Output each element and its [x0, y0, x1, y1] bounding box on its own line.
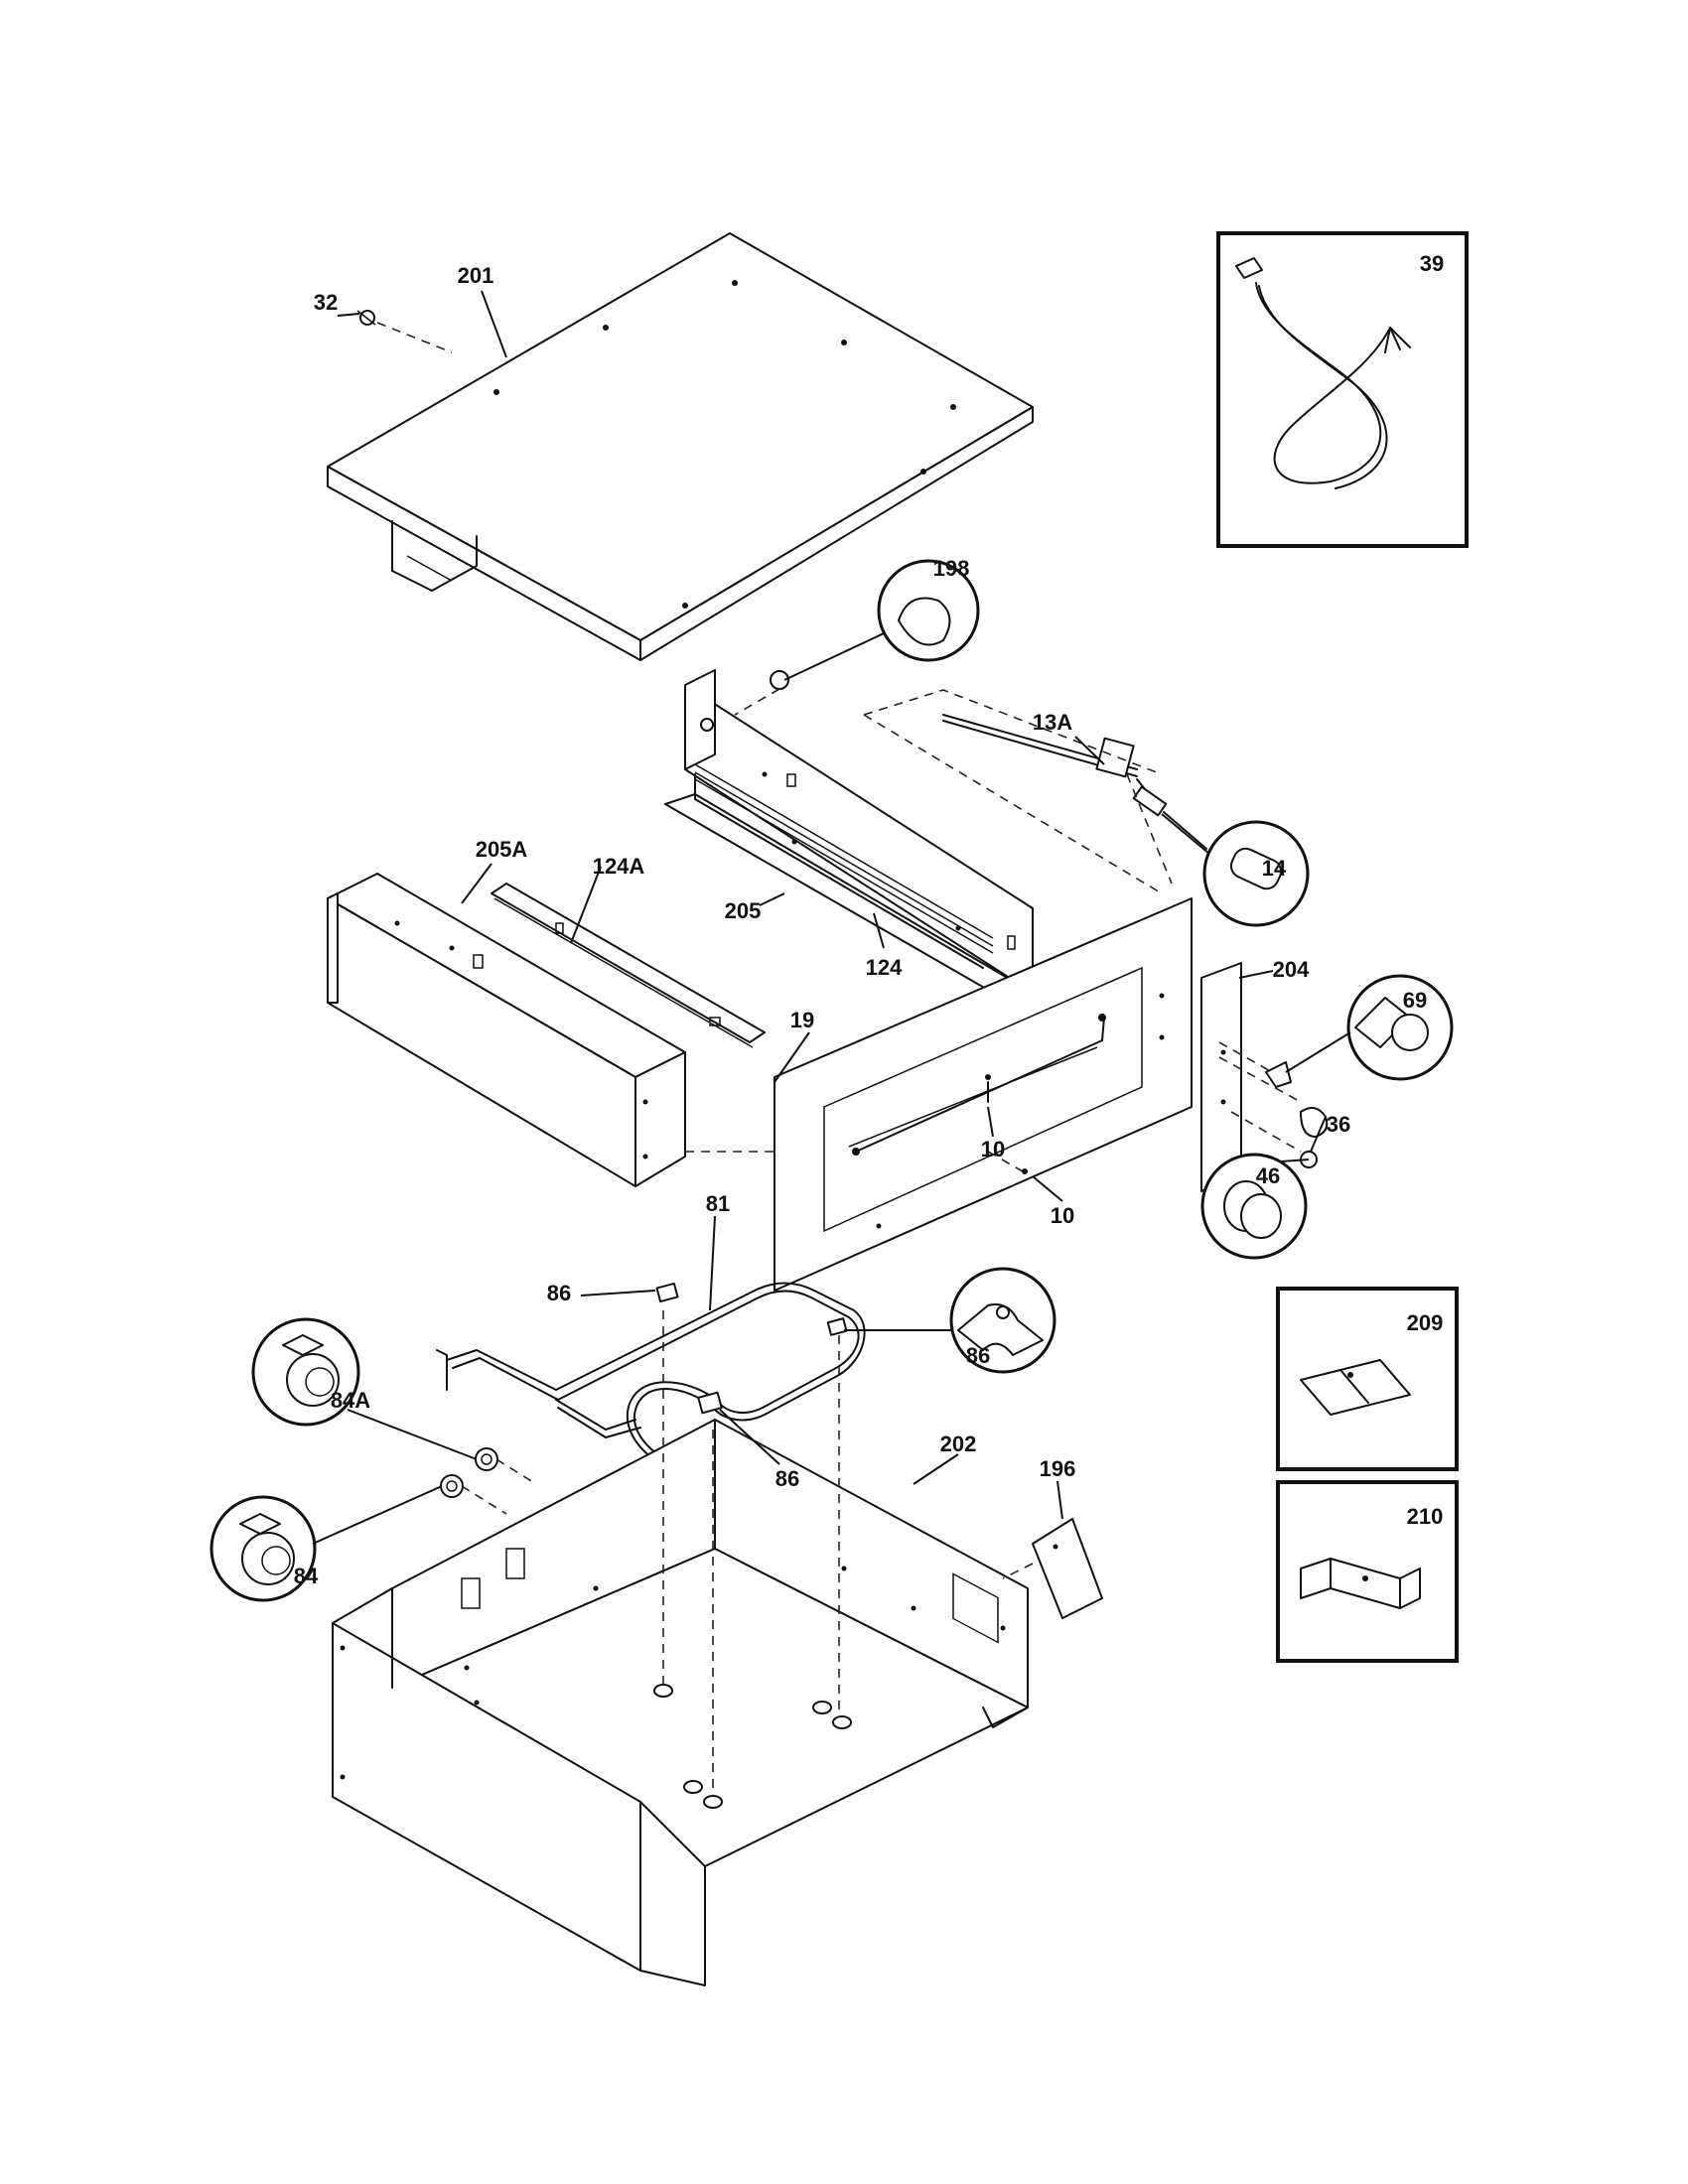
part-clip-86-right	[826, 1317, 848, 1336]
label-36: 36	[1327, 1112, 1350, 1137]
callout-circle-14	[1161, 813, 1310, 927]
part-top-cover	[327, 232, 1034, 661]
label-86-circle: 86	[966, 1343, 990, 1368]
callout-labels: 201 32 39 198 13A 205A 124A 205 14 204 1…	[294, 251, 1444, 1588]
label-84: 84	[294, 1564, 319, 1588]
label-46: 46	[1256, 1163, 1280, 1188]
label-13A: 13A	[1033, 710, 1072, 735]
part-rear-panel	[664, 669, 1034, 994]
label-201: 201	[458, 263, 494, 288]
callout-circle-86	[844, 1267, 1056, 1374]
part-plate-196	[1002, 1518, 1103, 1619]
part-thermostat-84	[440, 1474, 464, 1498]
part-bracket-204	[1200, 962, 1329, 1192]
inset-box-209	[1276, 1287, 1459, 1471]
part-heating-element	[436, 1282, 866, 1480]
leader-lines	[337, 290, 1327, 1520]
part-clip-198	[734, 670, 789, 716]
label-124: 124	[866, 955, 903, 980]
label-19: 19	[790, 1008, 814, 1032]
label-202: 202	[940, 1432, 977, 1456]
label-10-lower: 10	[1051, 1203, 1074, 1228]
part-clip-86-top	[655, 1282, 679, 1303]
part-screw-32	[356, 310, 453, 353]
label-210: 210	[1407, 1504, 1444, 1529]
label-86-left: 86	[547, 1281, 571, 1305]
label-196: 196	[1040, 1456, 1076, 1481]
callout-circle-46	[1200, 1153, 1310, 1260]
callout-circle-84A	[251, 1317, 478, 1460]
label-124A: 124A	[593, 854, 645, 879]
part-thermostat-84A	[475, 1447, 498, 1471]
inset-box-39	[1216, 231, 1469, 548]
callout-circle-84	[210, 1485, 443, 1602]
label-205A: 205A	[476, 837, 528, 862]
label-32: 32	[314, 290, 338, 315]
label-84A: 84A	[331, 1388, 370, 1413]
inset-box-210	[1276, 1480, 1459, 1663]
part-harness	[863, 689, 1207, 894]
part-front-panel	[327, 873, 686, 1187]
label-86-center: 86	[775, 1466, 799, 1491]
callout-circle-198	[783, 559, 980, 681]
label-81: 81	[706, 1191, 730, 1216]
label-69: 69	[1403, 988, 1427, 1013]
label-209: 209	[1407, 1310, 1444, 1335]
part-bottom-box	[332, 1419, 1029, 1986]
label-39: 39	[1420, 251, 1444, 276]
label-205: 205	[725, 898, 762, 923]
label-10-upper: 10	[981, 1137, 1005, 1161]
part-clip-86-center	[697, 1391, 723, 1415]
callout-circle-69	[1285, 974, 1454, 1081]
label-204: 204	[1273, 957, 1310, 982]
label-198: 198	[933, 556, 970, 581]
part-control-panel	[774, 897, 1193, 1292]
part-rail-124A	[491, 883, 766, 1048]
label-14: 14	[1262, 856, 1287, 881]
